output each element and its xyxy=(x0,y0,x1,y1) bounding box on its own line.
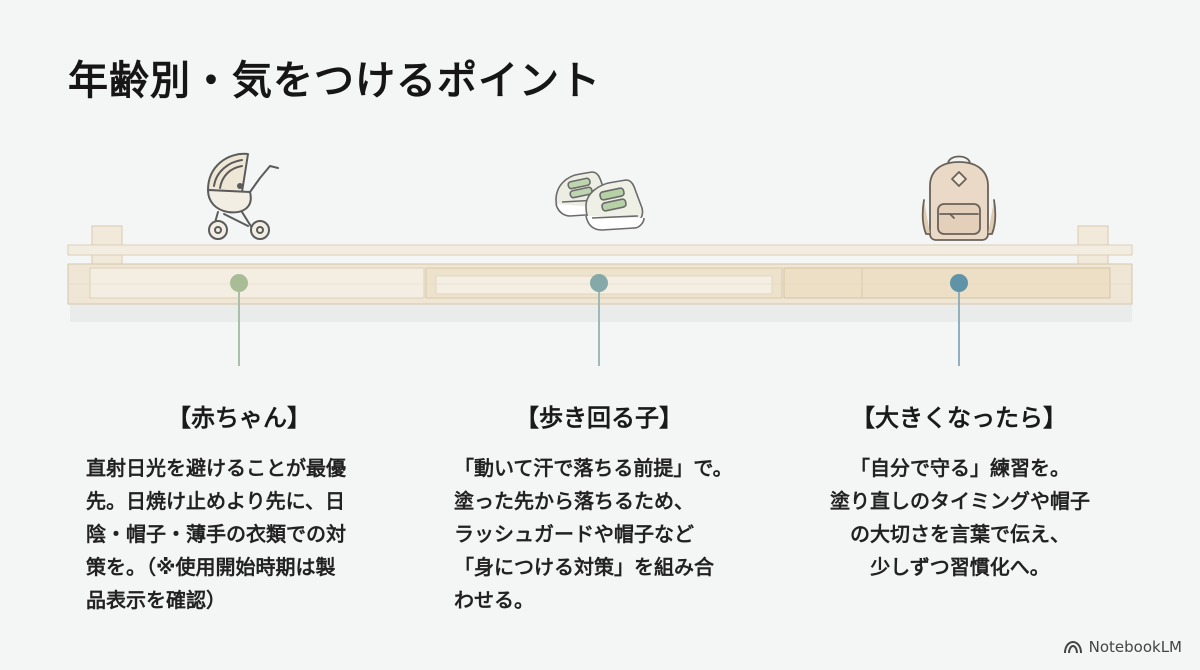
stage-body-line: 品表示を確認） xyxy=(86,588,226,612)
stage-heading-older: 【大きくなったら】 xyxy=(851,404,1067,432)
stage-heading-toddler: 【歩き回る子】 xyxy=(515,404,683,432)
notebooklm-watermark: NotebookLM xyxy=(1063,638,1182,656)
timeline-stem-baby xyxy=(238,292,240,366)
stage-body-line: 「身につける対策」を組み合 xyxy=(454,555,714,579)
watermark-label: NotebookLM xyxy=(1088,638,1182,656)
stage-body-line: ラッシュガードや帽子など xyxy=(454,522,694,546)
timeline-dot-older xyxy=(950,274,968,292)
stage-body-line: 陰・帽子・薄手の衣類での対 xyxy=(86,522,346,546)
stage-body-line: わせる。 xyxy=(454,588,534,612)
stage-body-line: 直射日光を避けることが最優 xyxy=(86,456,346,480)
stage-body-line: 策を。（※使用開始時期は製 xyxy=(86,555,336,579)
timeline-stem-toddler xyxy=(598,292,600,366)
stage-heading-baby: 【赤ちゃん】 xyxy=(167,404,311,432)
kids-shoes-icon xyxy=(555,171,645,231)
timeline-stem-older xyxy=(958,292,960,366)
timeline-dot-baby xyxy=(230,274,248,292)
backpack-icon xyxy=(921,155,997,241)
stage-body-older: 「自分で守る」練習を。 塗り直しのタイミングや帽子 の大切さを言葉で伝え、 少し… xyxy=(800,452,1120,584)
timeline-dot-toddler xyxy=(590,274,608,292)
page-title: 年齢別・気をつけるポイント xyxy=(68,58,601,104)
baby-stroller-icon xyxy=(207,152,279,240)
stage-body-baby: 直射日光を避けることが最優 先。日焼け止めより先に、日 陰・帽子・薄手の衣類での… xyxy=(86,452,396,617)
stage-body-line: 「自分で守る」練習を。 xyxy=(850,456,1070,480)
stage-body-line: の大切さを言葉で伝え、 xyxy=(850,522,1070,546)
stage-body-line: 少しずつ習慣化へ。 xyxy=(870,555,1050,579)
stage-body-line: 先。日焼け止めより先に、日 xyxy=(86,489,345,513)
stage-body-toddler: 「動いて汗で落ちる前提」で。 塗った先から落ちるため、 ラッシュガードや帽子など… xyxy=(454,452,774,617)
stage-body-line: 塗った先から落ちるため、 xyxy=(454,489,694,513)
stage-body-line: 塗り直しのタイミングや帽子 xyxy=(830,489,1090,513)
stage-body-line: 「動いて汗で落ちる前提」で。 xyxy=(454,456,733,480)
notebooklm-logo-icon xyxy=(1063,640,1082,654)
